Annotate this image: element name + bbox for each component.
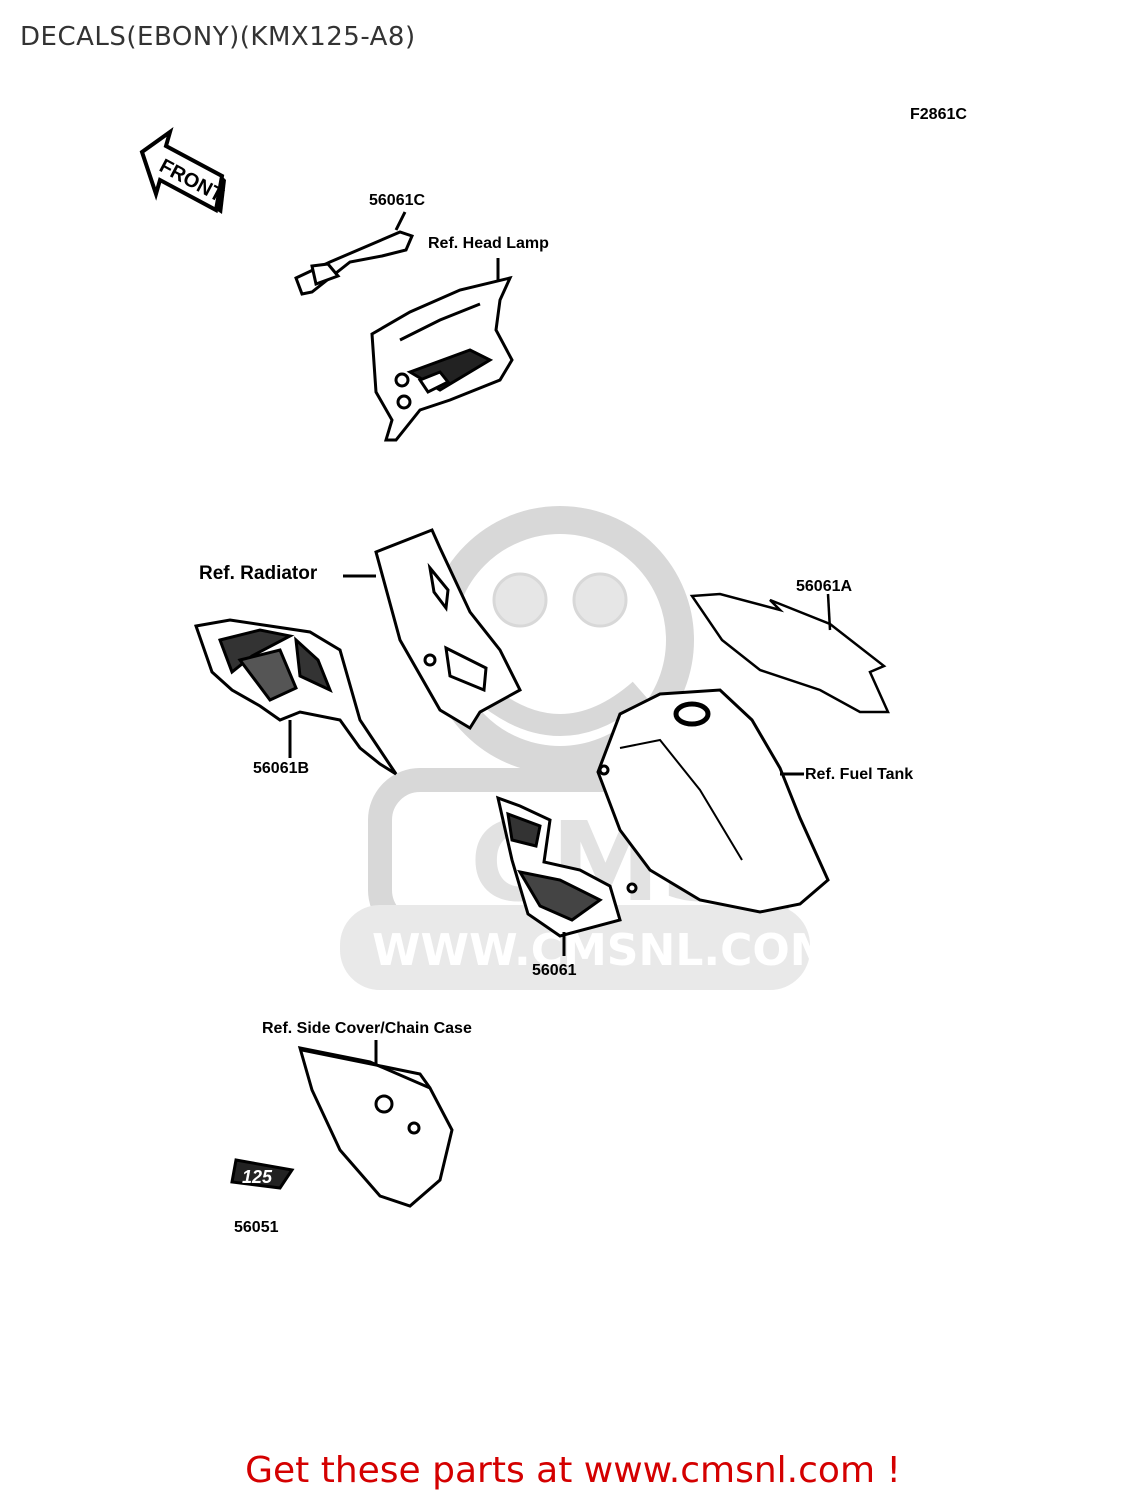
decal-56051: 125 [230, 1158, 295, 1190]
decal-56061 [495, 795, 622, 956]
figure-code: F2861C [910, 106, 967, 123]
front-arrow-icon: FRONT [139, 127, 227, 214]
decal-56061A [689, 592, 890, 714]
part-label-56061A: 56061A [796, 578, 853, 595]
ref-radiator-label: Ref. Radiator [199, 563, 318, 584]
radiator-shroud-drawing [343, 528, 522, 731]
part-label-56061C: 56061C [369, 192, 426, 209]
footer-link[interactable]: Get these parts at www.cmsnl.com ! [245, 1450, 901, 1491]
page-title: DECALS(EBONY)(KMX125-A8) [20, 22, 416, 52]
ref-fuel-tank-label: Ref. Fuel Tank [805, 766, 914, 783]
ref-side-cover-label: Ref. Side Cover/Chain Case [262, 1020, 472, 1037]
decal-56051-125-label: 125 [242, 1167, 273, 1187]
part-label-56061B: 56061B [253, 760, 310, 777]
ref-head-lamp-label: Ref. Head Lamp [428, 235, 549, 252]
decal-56061C [294, 211, 415, 296]
decal-56061B [194, 618, 398, 776]
side-cover-drawing [297, 1040, 454, 1208]
watermark-url: WWW.CMSNL.COM [372, 925, 834, 976]
fuel-tank-drawing [596, 688, 830, 914]
head-lamp-drawing [370, 258, 514, 442]
part-label-56061: 56061 [532, 962, 577, 979]
part-label-56051: 56051 [234, 1219, 279, 1236]
